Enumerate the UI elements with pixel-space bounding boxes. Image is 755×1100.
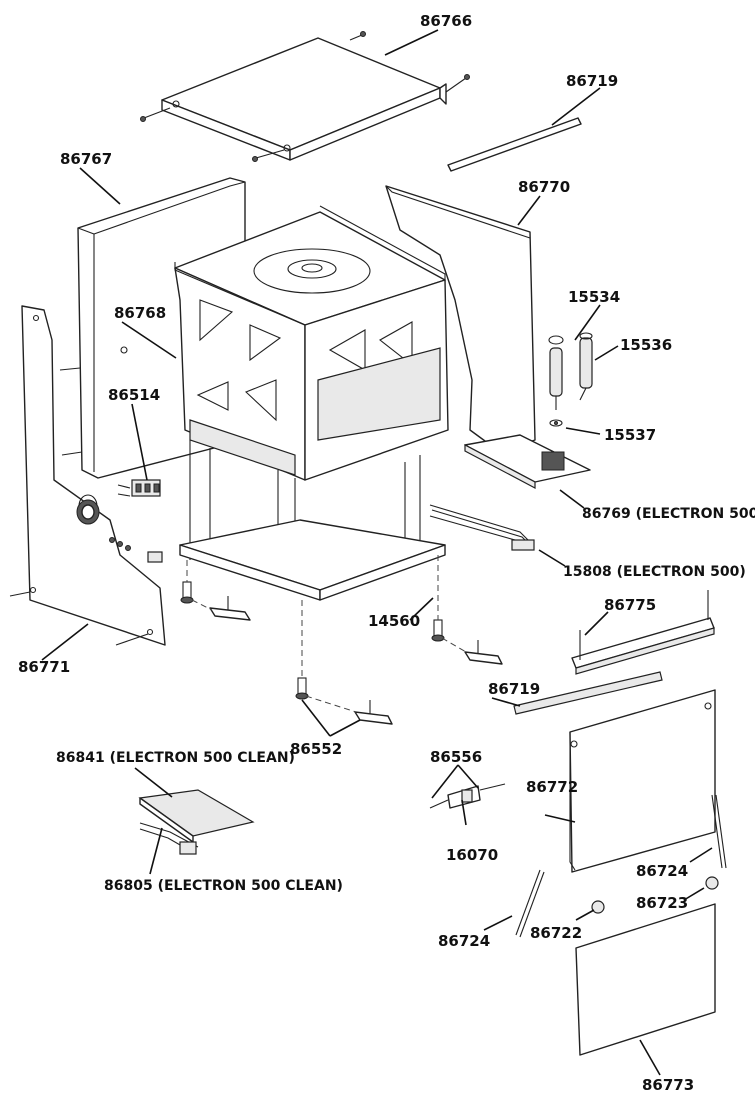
door-hinge-assembly [429,783,506,809]
top-cover-part [140,31,470,162]
label-86805: 86805 (ELECTRON 500 CLEAN) [104,878,343,894]
label-86724-right: 86724 [636,862,688,880]
label-86723: 86723 [636,894,688,912]
clean-filter-tray [138,789,255,843]
label-15534: 15534 [568,288,620,306]
detergent-dosing-units [548,332,593,427]
label-15537: 15537 [604,426,656,444]
label-86719-top: 86719 [566,72,618,90]
door-outer-panel [575,903,716,1056]
label-86514: 86514 [108,386,160,404]
label-86775: 86775 [604,596,656,614]
label-86841: 86841 (ELECTRON 500 CLEAN) [56,750,295,766]
label-86767: 86767 [60,150,112,168]
label-14560: 14560 [368,612,420,630]
leader-lines [41,29,713,1076]
door-top-trim [571,590,715,675]
part-number-labels: 86766 86719 86767 86770 15534 15536 8676… [18,12,755,1094]
door-seal-strip [513,671,663,715]
label-16070: 16070 [446,846,498,864]
label-86773: 86773 [642,1076,694,1094]
label-86719-door: 86719 [488,680,540,698]
label-86772: 86772 [526,778,578,796]
hose-connector [76,494,163,563]
door-hinge-cap [705,876,719,890]
top-seal-strip [447,117,582,172]
label-86556: 86556 [430,748,482,766]
label-15536: 15536 [620,336,672,354]
front-side-panel [9,305,166,646]
label-86768: 86768 [114,304,166,322]
label-86722: 86722 [530,924,582,942]
label-86724-left: 86724 [438,932,490,950]
door-springs [515,794,727,938]
terminal-block [117,479,161,497]
label-86766: 86766 [420,12,472,30]
label-86769: 86769 (ELECTRON 500) [582,506,755,522]
label-86770: 86770 [518,178,570,196]
door-inner-panel [569,689,716,873]
heating-element [429,504,535,551]
right-inner-panel [385,185,536,453]
clean-pump-pipe [139,822,199,855]
label-86552: 86552 [290,740,342,758]
door-hinge-bush [591,900,605,914]
heater-plate [464,434,591,489]
label-86771: 86771 [18,658,70,676]
main-tank-frame [174,205,503,725]
label-15808: 15808 (ELECTRON 500) [563,564,746,580]
